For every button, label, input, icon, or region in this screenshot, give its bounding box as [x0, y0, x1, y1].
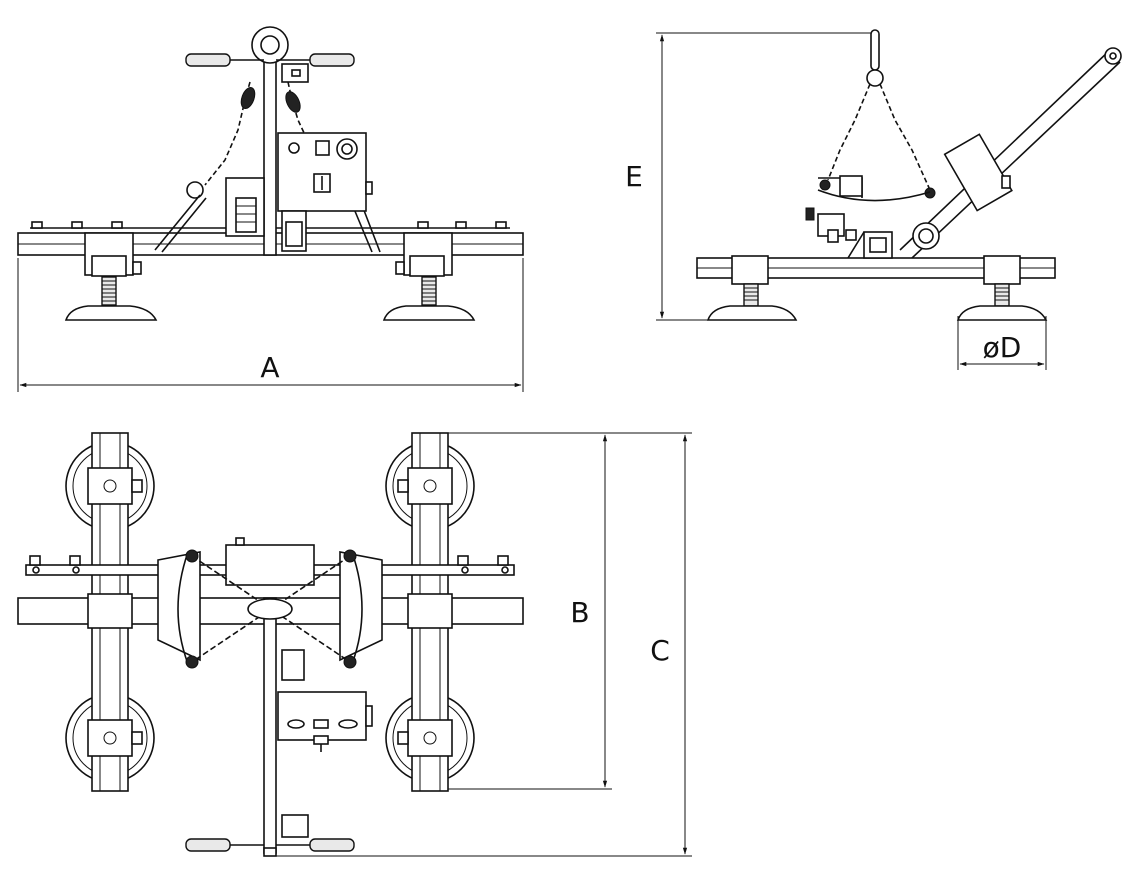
dimension-e: E	[625, 32, 872, 321]
side-view	[696, 29, 1122, 321]
dimension-a-label: A	[260, 351, 279, 384]
dimension-a: A	[17, 258, 524, 392]
dimension-d-label: øD	[983, 331, 1022, 364]
dimension-b-label: B	[570, 596, 589, 629]
dimension-c-label: C	[650, 634, 670, 667]
front-view	[17, 26, 524, 321]
top-view	[17, 432, 524, 857]
dimension-d: øD	[957, 316, 1047, 370]
dimension-c: C	[276, 432, 692, 857]
dimension-e-label: E	[625, 160, 643, 193]
